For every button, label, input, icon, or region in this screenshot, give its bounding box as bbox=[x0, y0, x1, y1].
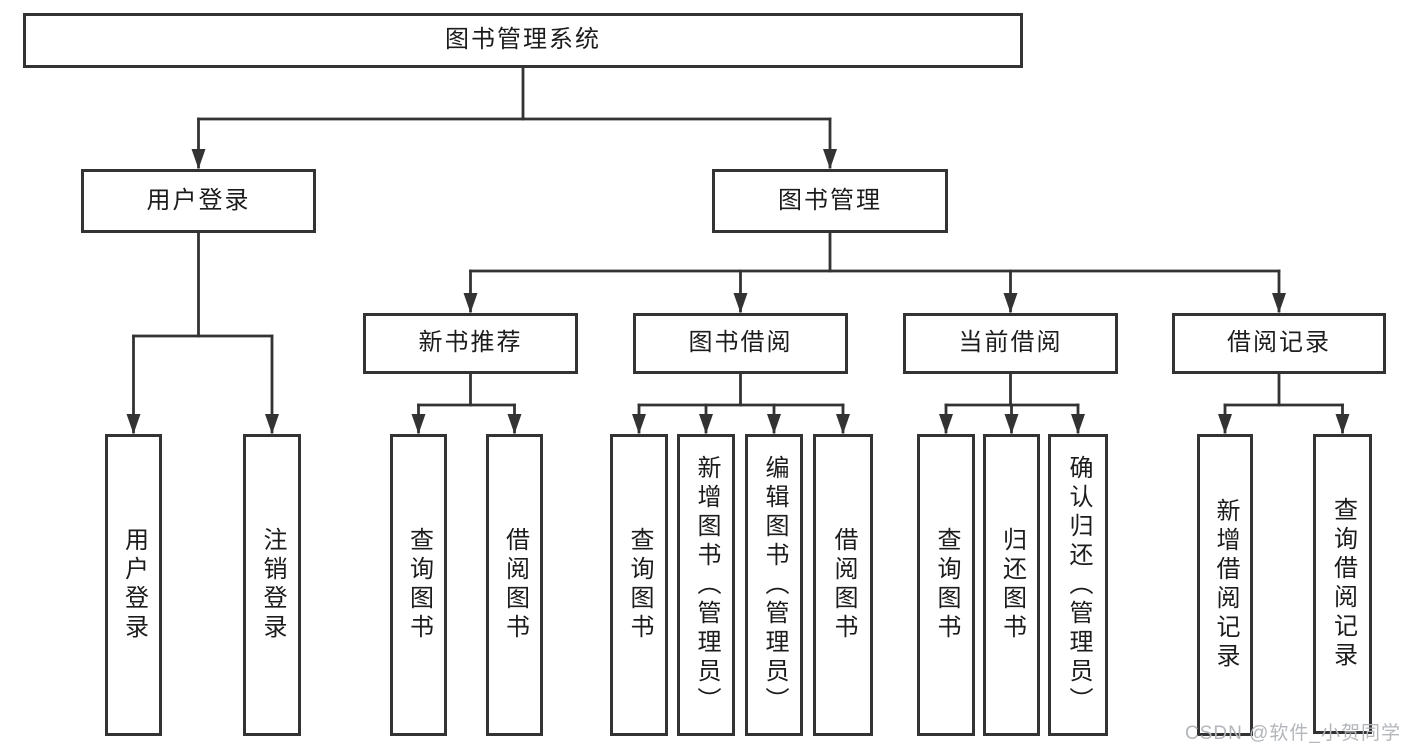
node-leaf-logout: 注销登录 bbox=[243, 434, 301, 736]
node-label: 借阅记录 bbox=[1227, 329, 1331, 357]
node-leaf-bor-add: 新增图书（管理员） bbox=[677, 434, 735, 736]
node-root: 图书管理系统 bbox=[23, 13, 1023, 68]
node-user-login: 用户登录 bbox=[81, 169, 316, 233]
node-label: 新书推荐 bbox=[418, 329, 523, 357]
node-label: 新增图书（管理员） bbox=[693, 454, 720, 716]
node-label: 注销登录 bbox=[259, 527, 286, 643]
node-label: 查询借阅记录 bbox=[1329, 497, 1357, 671]
node-leaf-cur-return: 归还图书 bbox=[983, 434, 1040, 736]
node-label: 查询图书 bbox=[626, 527, 653, 643]
node-borrow-record: 借阅记录 bbox=[1172, 313, 1386, 374]
node-label: 编辑图书（管理员） bbox=[761, 454, 788, 716]
node-leaf-bor-borrow: 借阅图书 bbox=[813, 434, 873, 736]
node-label: 用户登录 bbox=[120, 527, 148, 643]
node-label: 图书借阅 bbox=[688, 329, 793, 357]
node-leaf-rd-query: 查询借阅记录 bbox=[1313, 434, 1372, 734]
node-label: 图书管理系统 bbox=[445, 26, 601, 54]
node-label: 图书管理 bbox=[778, 186, 882, 214]
node-leaf-rd-add: 新增借阅记录 bbox=[1197, 434, 1253, 736]
node-label: 归还图书 bbox=[998, 527, 1026, 643]
node-label: 用户登录 bbox=[146, 186, 251, 214]
node-label: 当前借阅 bbox=[958, 329, 1063, 357]
node-leaf-bor-edit: 编辑图书（管理员） bbox=[745, 434, 803, 736]
node-current-borrow: 当前借阅 bbox=[903, 313, 1118, 374]
node-label: 确认归还（管理员） bbox=[1065, 454, 1092, 716]
node-label: 新增借阅记录 bbox=[1212, 498, 1239, 672]
node-new-book-rec: 新书推荐 bbox=[363, 313, 578, 374]
node-leaf-bor-query: 查询图书 bbox=[610, 434, 668, 736]
node-label: 借阅图书 bbox=[501, 527, 529, 643]
node-leaf-cur-query: 查询图书 bbox=[917, 434, 975, 736]
node-leaf-rec-query: 查询图书 bbox=[390, 434, 447, 736]
node-label: 借阅图书 bbox=[830, 527, 857, 643]
node-leaf-rec-borrow: 借阅图书 bbox=[486, 434, 543, 736]
node-leaf-user-login: 用户登录 bbox=[105, 434, 162, 736]
node-book-borrow: 图书借阅 bbox=[633, 313, 848, 374]
node-leaf-cur-confirm: 确认归还（管理员） bbox=[1048, 434, 1108, 736]
node-book-mgmt: 图书管理 bbox=[712, 169, 948, 233]
node-label: 查询图书 bbox=[933, 527, 960, 643]
node-label: 查询图书 bbox=[405, 527, 433, 643]
